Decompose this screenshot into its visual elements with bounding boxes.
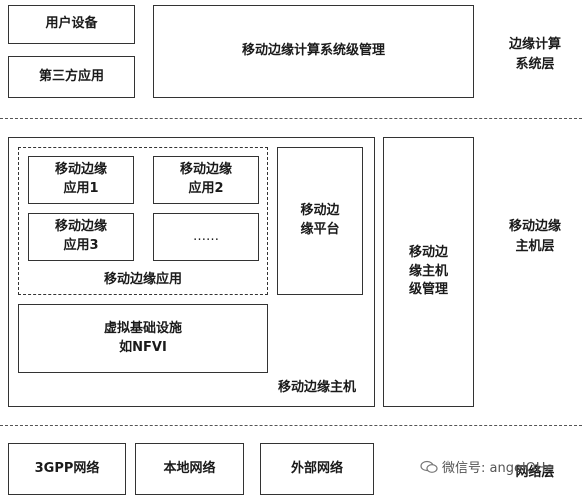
mobile-edge-host-label: 移动边缘主机	[277, 380, 356, 396]
mobile-edge-app-3: 移动边缘 应用3	[28, 213, 134, 261]
host-layer-label: 移动边缘 主机层	[508, 219, 561, 254]
mobile-edge-app-2: 移动边缘 应用2	[153, 156, 259, 204]
external-network-box: 外部网络	[260, 443, 374, 495]
wechat-watermark-text: 微信号: angelOHe	[442, 461, 554, 476]
mobile-edge-app-more: ……	[153, 213, 259, 261]
wechat-icon	[420, 460, 438, 473]
third-party-app-box: 第三方应用	[8, 56, 135, 98]
mobile-edge-platform-box: 移动边 缘平台	[277, 147, 363, 295]
local-network-label: 本地网络	[163, 460, 216, 476]
3gpp-network-label: 3GPP网络	[34, 460, 100, 476]
wechat-watermark: 微信号: angelOHe	[420, 457, 554, 476]
network-layer-label: 网络层	[515, 465, 555, 480]
system-level-management-label: 移动边缘计算系统级管理	[241, 43, 385, 59]
system-level-management-box: 移动边缘计算系统级管理	[153, 5, 474, 98]
user-device-label: 用户设备	[45, 16, 98, 32]
mobile-edge-apps-group-label: 移动边缘应用	[103, 272, 182, 287]
external-network-label: 外部网络	[290, 460, 343, 476]
mobile-edge-apps-group	[18, 147, 268, 295]
separator-bottom	[0, 425, 582, 426]
system-layer-label: 边缘计算 系统层	[508, 37, 561, 72]
3gpp-network-box: 3GPP网络	[8, 443, 126, 495]
separator-top	[0, 118, 582, 119]
third-party-app-label: 第三方应用	[38, 68, 104, 84]
user-device-box: 用户设备	[8, 5, 135, 44]
mobile-edge-app-1: 移动边缘 应用1	[28, 156, 134, 204]
local-network-box: 本地网络	[135, 443, 244, 495]
host-level-management-box: 移动边 缘主机 级管理	[383, 137, 474, 407]
virtual-infrastructure-box: 虚拟基础设施 如NFVI	[18, 304, 268, 373]
